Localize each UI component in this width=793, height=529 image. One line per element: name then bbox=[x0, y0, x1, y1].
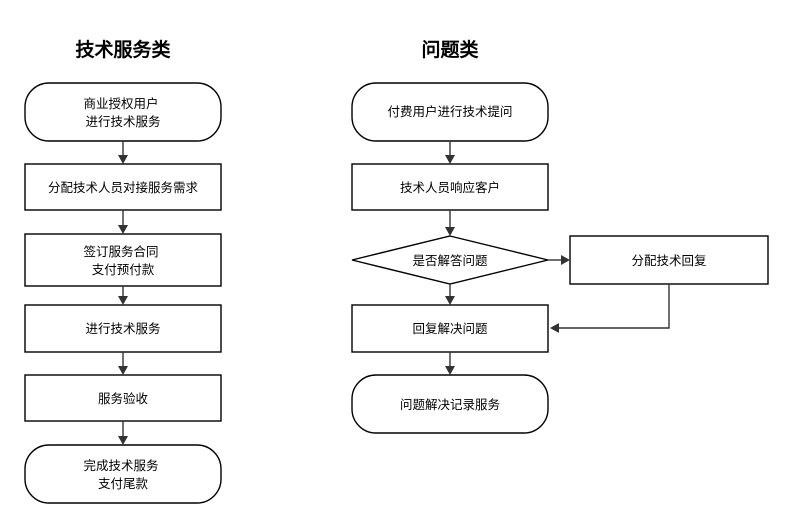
arrow-right-1-head bbox=[445, 155, 455, 164]
arrow-assign-to-reply bbox=[558, 284, 670, 329]
node-assign-reply-label: 分配技术回复 bbox=[631, 253, 707, 268]
node-do-service-label: 进行技术服务 bbox=[85, 321, 160, 336]
arrow-left-4-head bbox=[118, 366, 128, 375]
node-complete-service-label: 完成技术服务 支付尾款 bbox=[84, 458, 163, 491]
node-acceptance-label: 服务验收 bbox=[98, 391, 149, 406]
node-assign-staff bbox=[24, 163, 222, 211]
arrow-left-5-head bbox=[118, 436, 128, 445]
arrow-left-3-head bbox=[118, 296, 128, 305]
node-sign-contract bbox=[24, 233, 222, 287]
arrow-left-2-head bbox=[118, 225, 128, 234]
decision-answered-label: 是否解答问题 bbox=[412, 253, 488, 268]
node-business-user-label: 商业授权用户 进行技术服务 bbox=[84, 96, 163, 129]
node-staff-respond-label: 技术人员响应客户 bbox=[400, 180, 500, 195]
arrow-right-4-head bbox=[445, 366, 455, 375]
node-business-user bbox=[24, 82, 222, 142]
right-column-title: 问题类 bbox=[421, 38, 478, 61]
arrow-assign-to-reply-head bbox=[550, 323, 559, 333]
node-sign-contract-label: 签订服务合同 支付预付款 bbox=[84, 244, 163, 277]
node-paid-user-question-label: 付费用户进行技术提问 bbox=[387, 104, 512, 119]
node-assign-reply bbox=[569, 235, 769, 285]
node-staff-respond bbox=[351, 163, 549, 211]
left-column-title: 技术服务类 bbox=[75, 38, 170, 61]
node-reply-solve bbox=[351, 304, 549, 353]
node-do-service bbox=[24, 304, 222, 353]
arrow-right-3-head bbox=[445, 296, 455, 305]
node-record-service-label: 问题解决记录服务 bbox=[400, 397, 500, 412]
node-acceptance bbox=[24, 374, 222, 422]
node-assign-staff-label: 分配技术人员对接服务需求 bbox=[48, 180, 199, 195]
arrow-left-1-head bbox=[118, 155, 128, 164]
arrow-decision-to-assign-head bbox=[561, 255, 570, 265]
node-reply-solve-label: 回复解决问题 bbox=[412, 321, 488, 336]
arrow-right-2-head bbox=[445, 227, 455, 236]
node-complete-service bbox=[24, 444, 222, 504]
